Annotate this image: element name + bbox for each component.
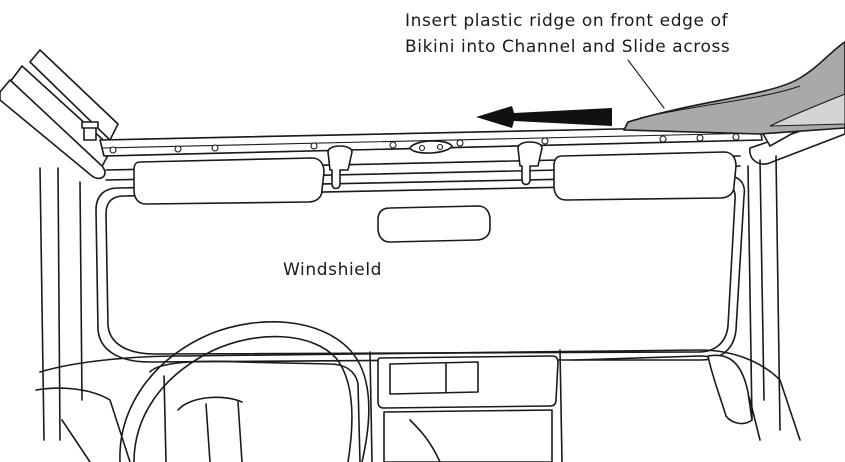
instruction-line-1: Insert plastic ridge on front edge of [405, 11, 729, 31]
instruction-line-2: Bikini into Channel and Slide across [405, 37, 731, 57]
slide-direction-arrow-icon [476, 106, 612, 128]
callout-leader-line [627, 59, 665, 109]
visor-hinge-left [327, 145, 353, 190]
steering-wheel [119, 321, 370, 462]
visor-hinge-right [517, 141, 543, 186]
windshield-label: Windshield [283, 260, 383, 280]
instruction-callout: Insert plastic ridge on front edge of Bi… [405, 8, 730, 60]
windshield-channel [81, 121, 763, 157]
dashboard [35, 349, 801, 462]
rear-view-mirror [377, 205, 491, 243]
sun-visor-right [553, 151, 737, 201]
left-roll-bar [0, 49, 119, 180]
sun-visor-left [133, 157, 325, 205]
